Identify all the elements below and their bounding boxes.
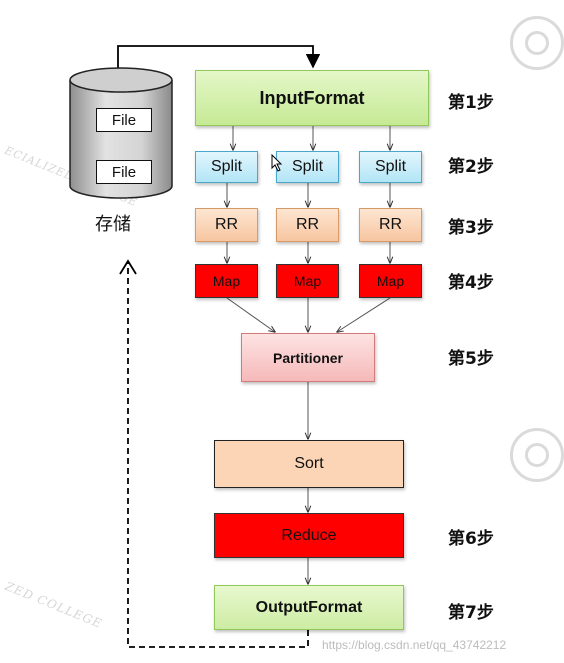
rr-label-2: RR	[295, 216, 320, 233]
file-icon-top: File	[96, 108, 152, 132]
storage-label: 存储	[95, 214, 131, 235]
mouse-cursor-icon	[271, 154, 283, 172]
rr-label-1: RR	[214, 216, 239, 233]
storage-to-inputformat-arrow	[117, 45, 321, 82]
map-box-1: Map	[195, 264, 258, 298]
rr-box-3: RR	[359, 208, 422, 242]
split-box-1: Split	[195, 151, 258, 183]
inputformat-box: InputFormat	[195, 70, 429, 126]
step-label-7: 第7步	[448, 603, 494, 623]
reduce-label: Reduce	[281, 526, 337, 544]
step-label-2: 第2步	[448, 157, 494, 177]
partitioner-box: Partitioner	[241, 333, 375, 382]
step-label-6: 第6步	[448, 529, 494, 549]
map-label-3: Map	[376, 273, 405, 289]
rr-label-3: RR	[378, 216, 403, 233]
map-label-1: Map	[212, 273, 241, 289]
split-label-2: Split	[291, 158, 324, 175]
map-box-2: Map	[276, 264, 339, 298]
step-label-4: 第4步	[448, 273, 494, 293]
sort-box: Sort	[214, 440, 404, 488]
sort-label: Sort	[294, 455, 324, 472]
outputformat-label: OutputFormat	[255, 598, 363, 616]
step-label-5: 第5步	[448, 349, 494, 369]
file-label-top: File	[111, 111, 137, 129]
file-icon-bottom: File	[96, 160, 152, 184]
rr-box-2: RR	[276, 208, 339, 242]
split-box-2: Split	[276, 151, 339, 183]
file-label-bottom: File	[111, 163, 137, 181]
split-box-3: Split	[359, 151, 422, 183]
split-label-3: Split	[374, 158, 407, 175]
map-box-3: Map	[359, 264, 422, 298]
reduce-box: Reduce	[214, 513, 404, 558]
partitioner-label: Partitioner	[272, 349, 343, 366]
outputformat-box: OutputFormat	[214, 585, 404, 630]
step-label-1: 第1步	[448, 93, 494, 113]
map-label-2: Map	[293, 273, 322, 289]
rr-box-1: RR	[195, 208, 258, 242]
step-label-3: 第3步	[448, 218, 494, 238]
footer-url-watermark: https://blog.csdn.net/qq_43742212	[322, 638, 507, 652]
inputformat-label: InputFormat	[259, 87, 365, 108]
seal-watermark-top	[510, 16, 564, 70]
split-label-1: Split	[210, 158, 243, 175]
seal-watermark-middle	[510, 428, 564, 482]
